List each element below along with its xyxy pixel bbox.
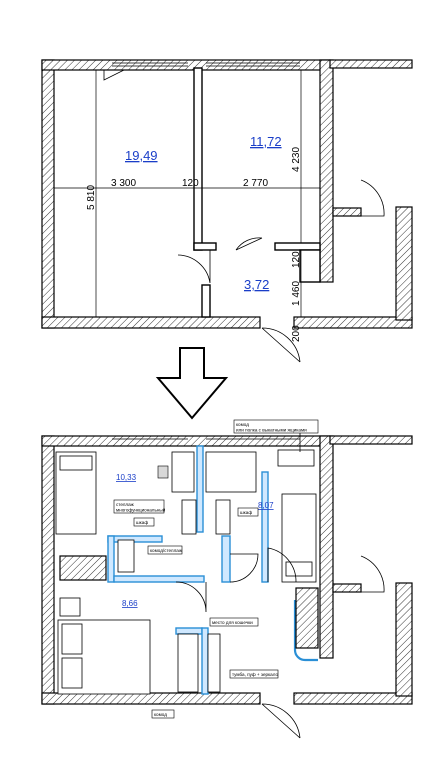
after-double-bed-pillow-2 <box>61 657 83 689</box>
after-area-room2: 8,07 <box>258 501 274 510</box>
before-door-room1 <box>177 250 211 284</box>
after-door-2 <box>229 553 259 583</box>
before-hall-left-wall <box>201 284 211 318</box>
after-hall-closet-wall <box>175 627 203 635</box>
after-double-bed-pillow-1 <box>61 623 83 655</box>
after-partition-right <box>261 471 269 583</box>
before-dim-left-width: 3 300 <box>111 178 136 189</box>
after-hall-closet-side <box>201 627 209 695</box>
callout-bench-pouf-mirror-text: тумба, пуф + зеркало <box>232 672 278 677</box>
before-dim-hall-wall: 120 <box>291 251 302 268</box>
before-balcony-door <box>103 69 125 81</box>
after-door-3 <box>267 547 297 583</box>
after-partition-horizontal <box>107 535 163 543</box>
after-neighbor-right-wall <box>395 582 413 697</box>
before-neighbor-door <box>360 179 385 217</box>
after-entry-door <box>261 703 301 739</box>
after-wardrobe-1 <box>181 499 197 535</box>
after-nightstand <box>59 597 81 617</box>
after-curved-wall <box>293 600 318 662</box>
down-arrow-icon <box>155 347 229 420</box>
after-wardrobe-hall <box>59 555 107 581</box>
after-desk <box>171 451 195 493</box>
after-bottom-right-outer-wall <box>293 692 413 705</box>
after-dresser-top <box>277 449 315 467</box>
after-bottom-outer-wall <box>41 692 261 705</box>
callout-dresser-rack: комод/стеллаж <box>147 545 183 555</box>
after-wardrobe-right <box>295 587 319 649</box>
after-corner-desk <box>205 451 257 493</box>
after-wardrobe-2 <box>215 499 231 535</box>
after-hall-wall-stub <box>332 583 362 593</box>
after-right-outer-wall <box>319 435 334 659</box>
after-bed-room1-pillow <box>59 455 93 471</box>
before-dim-right-width: 2 770 <box>243 178 268 189</box>
callout-dresser-rack-text: комод/стеллаж <box>150 548 183 553</box>
after-top-outer-wall <box>41 435 331 447</box>
after-partition-top <box>196 445 204 533</box>
after-hall-bench <box>177 633 199 693</box>
before-left-outer-wall <box>41 59 55 329</box>
before-partition-wall <box>193 67 203 251</box>
callout-cat-place-text: место для кошечки <box>212 620 253 625</box>
before-entry-door <box>261 327 301 363</box>
before-dim-left-height: 5 810 <box>86 185 97 210</box>
callout-dresser-bottom-text: комод <box>154 712 167 717</box>
before-right-outer-wall <box>319 59 334 283</box>
after-chair-1 <box>157 465 169 479</box>
after-bed-room2-pillow <box>285 561 313 577</box>
callout-dresser-bottom: комод <box>151 709 175 719</box>
after-partition-vertical-left <box>107 535 115 583</box>
before-neighbor-right-wall <box>395 206 413 321</box>
before-area-room1: 19,49 <box>125 148 158 163</box>
callout-wardrobe-right: шкаф <box>237 507 259 517</box>
before-dim-hall-height: 1 460 <box>291 281 302 306</box>
before-neighbor-top-wall <box>329 59 413 69</box>
after-area-bedroom: 8,66 <box>122 599 138 608</box>
after-left-outer-wall <box>41 435 55 705</box>
before-door-room2 <box>235 237 263 251</box>
after-door-1 <box>175 581 207 613</box>
after-partition-bottom-left <box>113 575 205 583</box>
before-hall-wall-right <box>274 242 321 251</box>
after-neighbor-top-wall <box>329 435 413 445</box>
after-neighbor-door <box>360 555 385 593</box>
before-dim-wall-between: 120 <box>182 178 199 189</box>
callout-wardrobe-right-text: шкаф <box>240 510 252 515</box>
before-area-room2: 11,72 <box>250 134 282 149</box>
callout-bench-pouf-mirror: тумба, пуф + зеркало <box>229 669 278 679</box>
callout-wardrobe-left: шкаф <box>133 517 155 527</box>
before-hall-right-wall <box>299 249 321 283</box>
after-partition-mid <box>221 535 231 583</box>
before-bottom-right-outer-wall <box>293 316 413 329</box>
callout-wardrobe-left-text: шкаф <box>136 520 148 525</box>
before-dim-right-height: 4 230 <box>291 147 302 172</box>
before-bottom-outer-wall <box>41 316 261 329</box>
before-area-hall: 3,72 <box>244 277 269 292</box>
before-plan: 19,49 11,72 3,72 3 300 120 2 770 5 810 4… <box>41 59 413 363</box>
before-hall-wall-left <box>193 242 217 251</box>
after-hall-cabinet <box>207 633 221 693</box>
before-dim-door-bottom: 200 <box>291 325 302 342</box>
before-top-outer-wall <box>41 59 331 71</box>
after-rack <box>117 539 135 573</box>
callout-cat-place: место для кошечки <box>209 617 259 627</box>
before-hall-wall-stub <box>332 207 362 217</box>
after-area-room1: 10,33 <box>116 473 137 482</box>
